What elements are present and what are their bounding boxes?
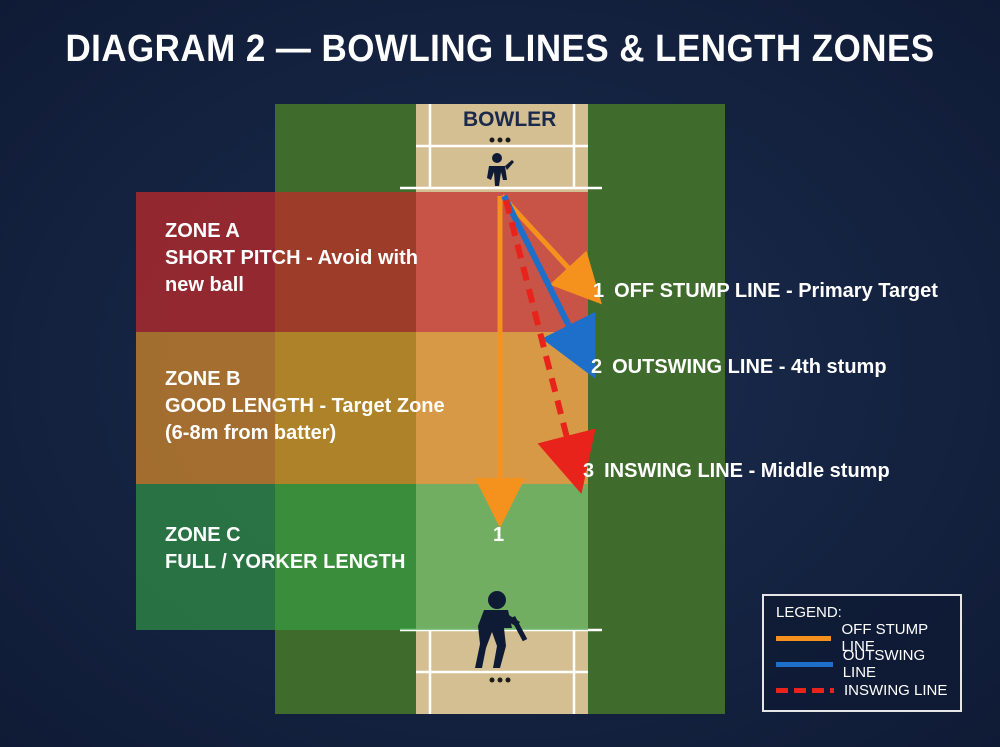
zone-b-band (136, 332, 588, 484)
batter-figure (475, 591, 528, 668)
bowler-label: BOWLER (463, 108, 557, 131)
legend-label: INSWING LINE (844, 681, 948, 699)
legend-swatch-orange (776, 635, 832, 641)
zone-a-text: ZONE A SHORT PITCH - Avoid with new ball (165, 220, 418, 296)
bowler-figure (487, 153, 514, 186)
legend-label: OUTSWING LINE (842, 647, 926, 681)
bowler-stumps (489, 137, 511, 143)
legend-item-outswing: OUTSWING LINE (776, 647, 960, 681)
diagram-title: DIAGRAM 2 — BOWLING LINES & LENGTH ZONES (65, 28, 935, 70)
line-3-number: 3 (583, 460, 595, 482)
line-3-text: INSWING LINE - Middle stump (604, 460, 890, 482)
bowler-crease (400, 104, 602, 190)
legend: LEGEND: OFF STUMP LINE OUTSWING LINE INS… (762, 594, 962, 712)
off-stump-line-angled (500, 194, 602, 305)
outswing-line (501, 194, 596, 379)
line-1-number: 1 (593, 280, 605, 302)
zone-b-text: ZONE B GOOD LENGTH - Target Zone (6-8m f… (165, 368, 445, 444)
line-1-label: 1 OFF STUMP LINE - Primary Target (593, 280, 938, 303)
line-2-number: 2 (591, 356, 603, 378)
line-2-text: OUTSWING LINE - 4th stump (612, 356, 887, 378)
line-1-text: OFF STUMP LINE - Primary Target (614, 280, 938, 302)
pitch-marker-1: 1 (493, 524, 505, 546)
line-2-label: 2 OUTSWING LINE - 4th stump (591, 356, 887, 379)
zone-c-text: ZONE C FULL / YORKER LENGTH (165, 524, 406, 573)
legend-item-off-stump: OFF STUMP LINE (776, 621, 960, 655)
legend-item-inswing: INSWING LINE (776, 680, 947, 700)
legend-title: LEGEND: (776, 604, 842, 621)
line-3-label: 3 INSWING LINE - Middle stump (583, 460, 890, 483)
legend-swatch-blue (776, 661, 833, 667)
legend-swatch-red-dashed (776, 687, 834, 693)
batter-stumps (489, 677, 511, 683)
legend-label: OFF STUMP LINE (841, 621, 928, 655)
